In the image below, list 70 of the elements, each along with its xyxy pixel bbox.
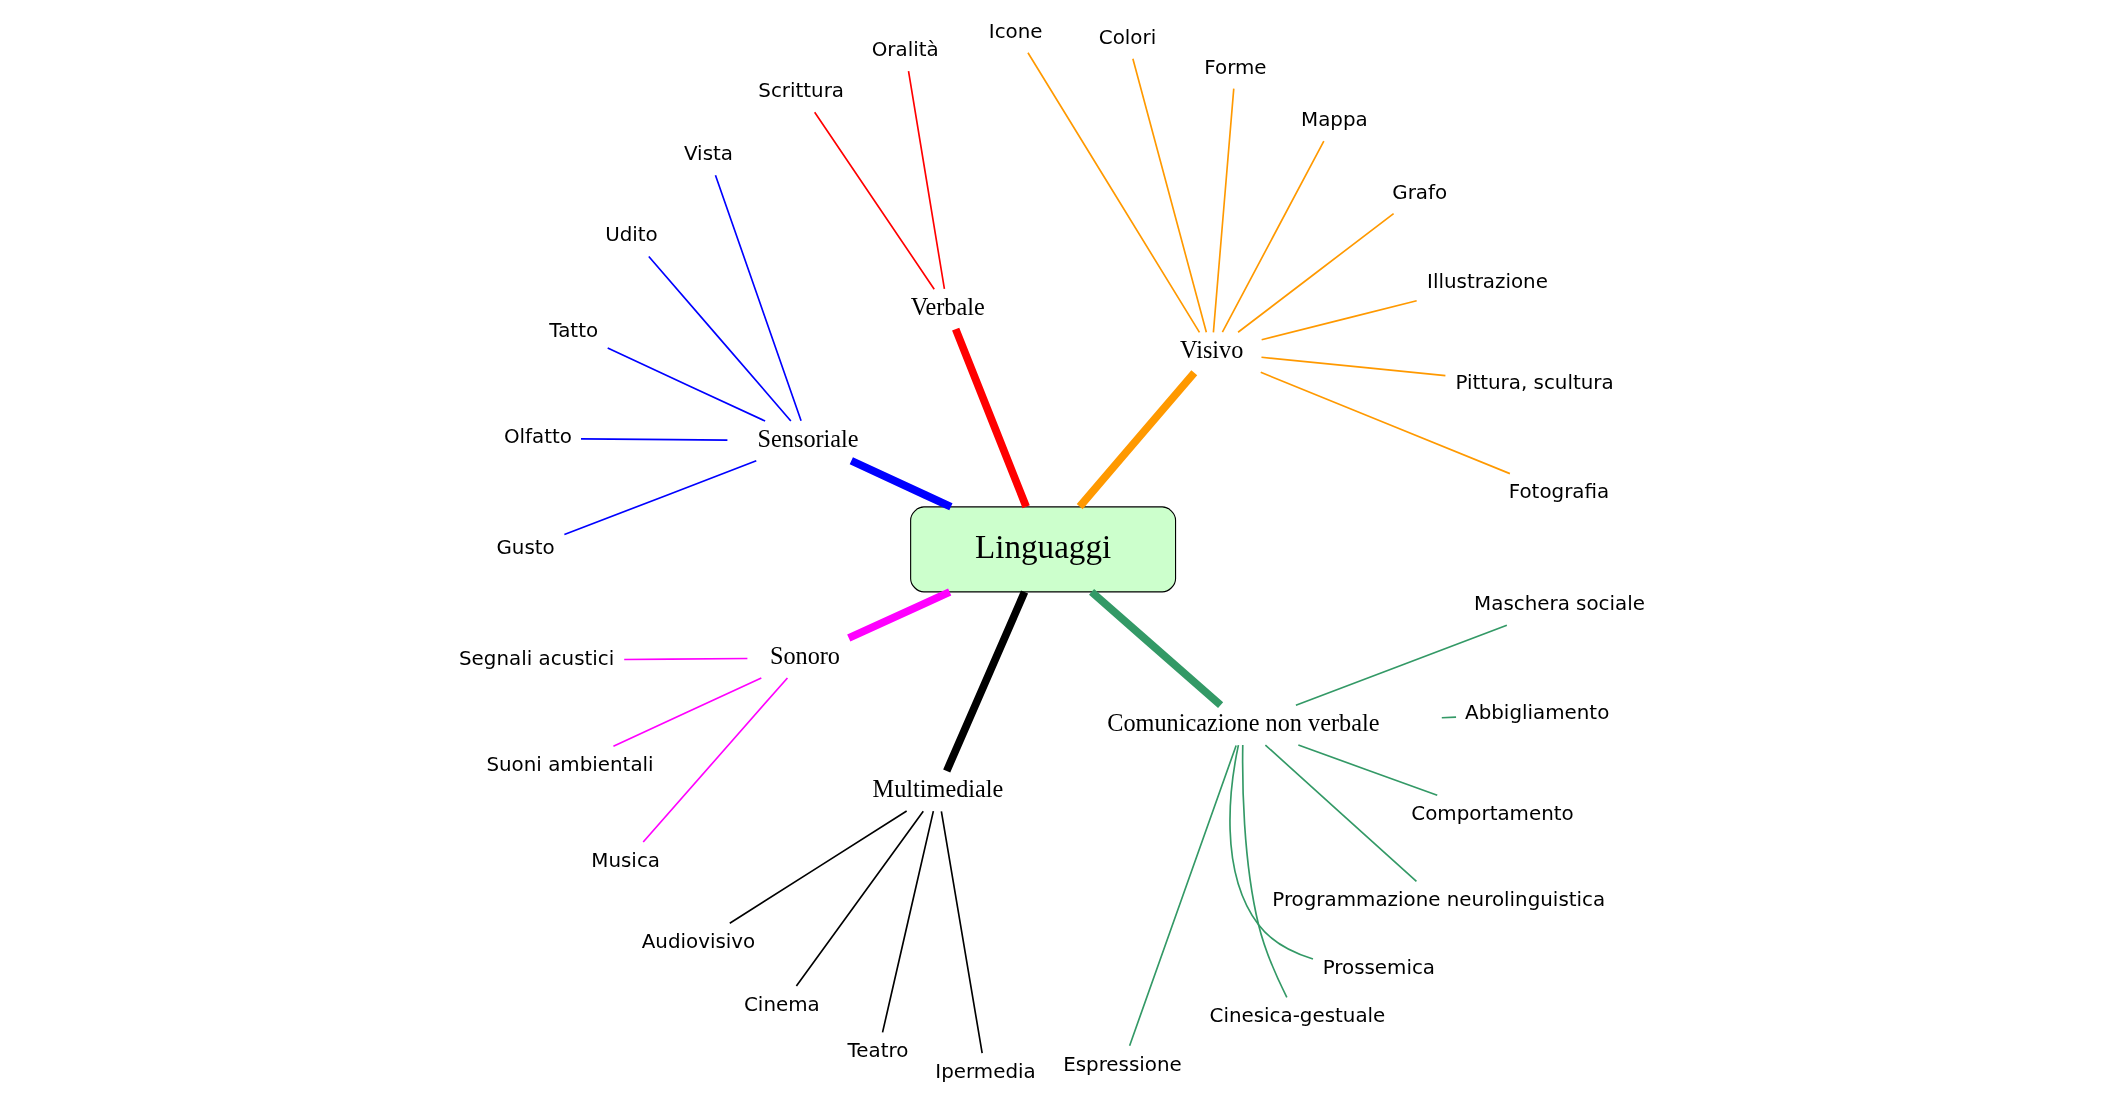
node-text: Verbale <box>910 293 985 321</box>
connector <box>1026 51 1200 334</box>
node-text: Sonoro <box>769 642 840 670</box>
connector <box>1131 57 1207 334</box>
connector <box>579 438 728 441</box>
connector <box>1088 589 1223 709</box>
node-text: Icone <box>988 19 1043 43</box>
node-text: Vista <box>683 141 733 165</box>
connector <box>951 327 1030 509</box>
connector <box>606 347 766 422</box>
node-text: Mappa <box>1300 108 1368 132</box>
connector <box>612 677 762 747</box>
node-text: Pittura, scultura <box>1454 371 1614 395</box>
connector <box>1259 371 1511 475</box>
connector <box>1297 744 1438 797</box>
node-text: Espressione <box>1062 1052 1182 1076</box>
node-text: Grafo <box>1391 180 1447 204</box>
node-text: Forme <box>1203 55 1267 79</box>
node-text: Teatro <box>847 1039 908 1063</box>
node-text: Maschera sociale <box>1473 592 1645 616</box>
node-text: Olfatto <box>503 425 572 449</box>
node-text: Sensoriale <box>757 425 859 453</box>
node-text: Colori <box>1098 25 1156 49</box>
connector <box>846 588 951 642</box>
connector <box>1241 744 1288 999</box>
node-text: Fotografia <box>1508 480 1609 504</box>
connector <box>942 590 1028 773</box>
connector <box>1128 744 1237 1047</box>
node-box: Linguaggi <box>909 506 1176 593</box>
node-text: Tatto <box>548 319 598 343</box>
node-text: Programmazione neurolinguistica <box>1271 888 1605 912</box>
node-text: Comportamento <box>1410 802 1574 826</box>
node-text: Ipermedia <box>934 1060 1036 1084</box>
node-text: Suoni ambientali <box>485 752 654 776</box>
connector <box>563 460 757 536</box>
connector <box>849 457 952 511</box>
node-text: Audiovisivo <box>641 930 755 954</box>
connector <box>940 810 983 1054</box>
connector <box>1212 87 1235 334</box>
node-text: Musica <box>590 848 660 872</box>
connector <box>1260 356 1446 377</box>
node-text: Cinema <box>743 992 820 1016</box>
node-text: Abbigliamento <box>1464 701 1609 724</box>
node-text: Cinesica-gestuale <box>1209 1004 1385 1028</box>
connector <box>907 70 945 290</box>
node-text: Udito <box>604 223 658 247</box>
node-text: Comunicazione non verbale <box>1106 709 1379 737</box>
connector <box>1076 370 1197 510</box>
connector <box>1221 140 1325 334</box>
node-text: Prossemica <box>1322 955 1435 979</box>
connector <box>1228 744 1314 960</box>
node-text: Illustrazione <box>1426 269 1548 293</box>
node-text: Multimediale <box>872 775 1003 803</box>
connector <box>622 657 748 661</box>
node-text: Visivo <box>1179 336 1243 364</box>
connector <box>647 255 792 422</box>
node-text: Scrittura <box>757 79 844 103</box>
connector <box>1264 744 1417 883</box>
connector <box>714 174 802 422</box>
connector <box>641 677 788 843</box>
connector <box>1236 212 1394 334</box>
connector <box>795 810 924 987</box>
connector <box>1260 299 1417 341</box>
connector <box>813 111 935 290</box>
connector <box>728 810 907 925</box>
node-text: Segnali acustici <box>458 647 614 671</box>
node-text: Oralità <box>871 37 939 61</box>
connector <box>1294 624 1508 707</box>
node-text: Gusto <box>495 536 555 560</box>
connector <box>881 810 934 1034</box>
